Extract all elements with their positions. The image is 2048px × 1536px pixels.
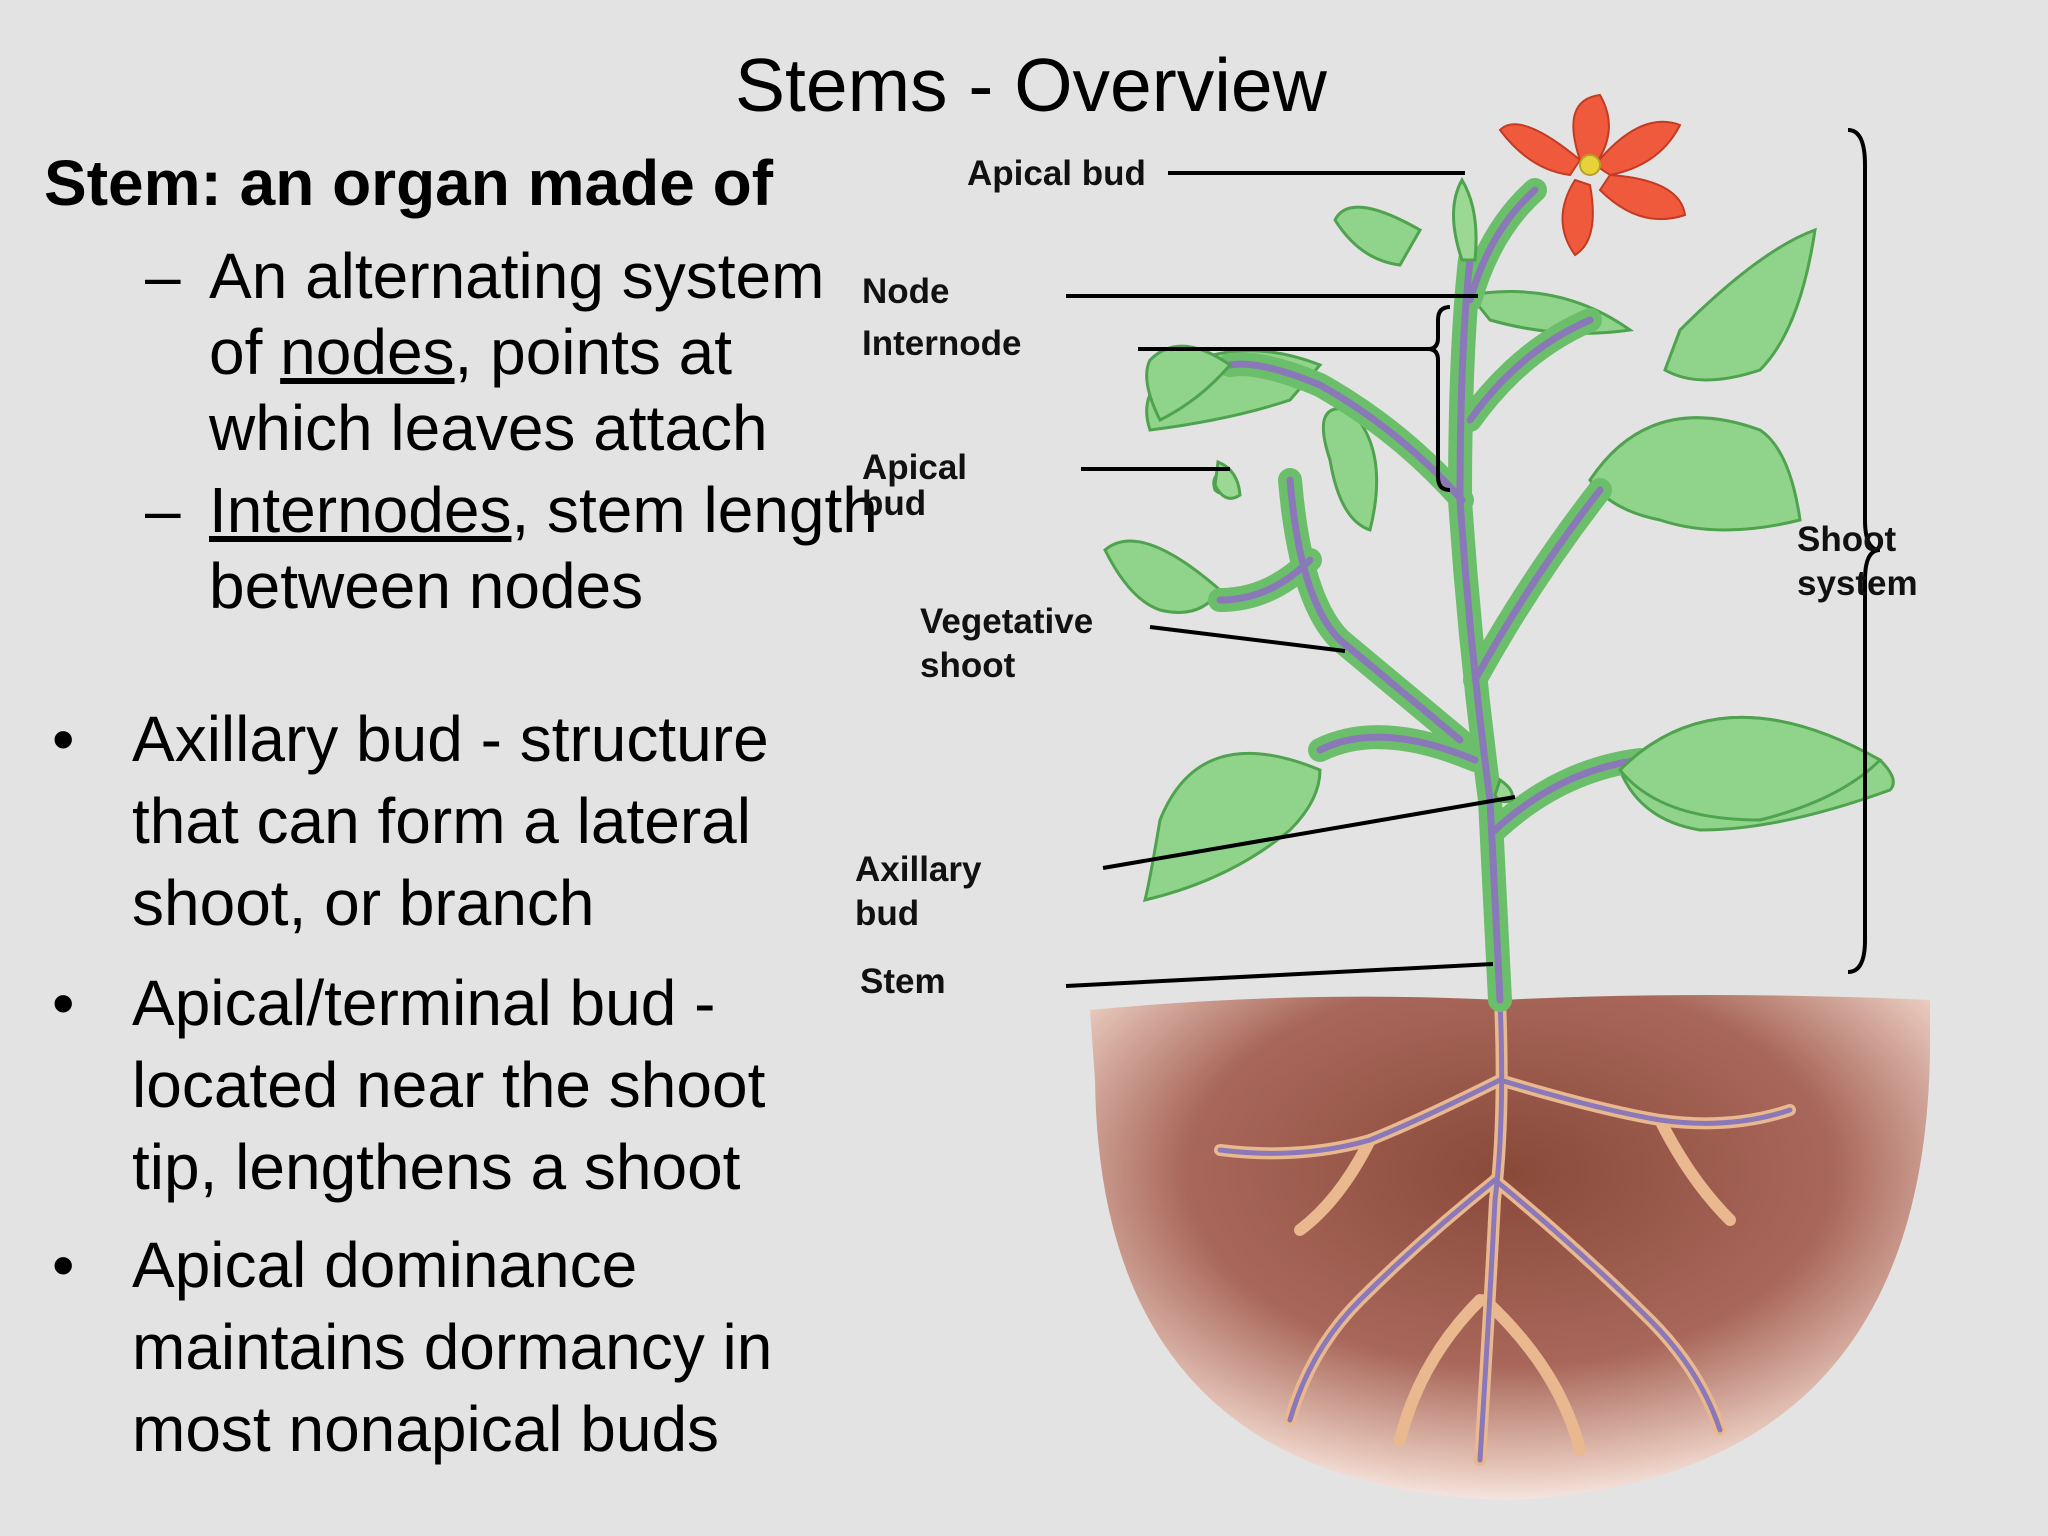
label-apical-bud-lower: Apical bud	[862, 450, 967, 522]
text-line: Axillary bud - structure	[132, 703, 769, 775]
bullet-marker: •	[52, 1229, 75, 1301]
text-line: which leaves attach	[209, 392, 768, 464]
label-line: system	[1797, 564, 1918, 603]
label-line: shoot	[920, 646, 1016, 685]
text-line: tip, lengthens a shoot	[132, 1131, 741, 1203]
text-line: Apical/terminal bud -	[132, 967, 716, 1039]
text-line: Apical dominance	[132, 1229, 638, 1301]
text-line-with-term: of nodes, points at	[209, 314, 1009, 390]
sub-item-text: Internodes, stem length between nodes	[209, 472, 1009, 624]
text-line: most nonapical buds	[132, 1393, 720, 1465]
bullet-marker: •	[52, 967, 75, 1039]
label-leader-lines	[1065, 128, 1881, 988]
label-stem: Stem	[860, 962, 946, 1001]
text-suffix: , stem length	[511, 474, 878, 546]
bullet-marker: •	[52, 703, 75, 775]
flower	[1498, 93, 1687, 257]
term-internodes: Internodes	[209, 474, 512, 546]
label-line: Apical	[862, 448, 968, 487]
dash-marker: –	[145, 474, 181, 546]
label-line: Axillary	[855, 850, 982, 889]
text-suffix: , points at	[454, 316, 733, 388]
label-axillary-bud: Axillary bud	[855, 848, 981, 936]
bullet-text: Axillary bud - structure that can form a…	[132, 698, 892, 944]
label-line: Shoot	[1797, 520, 1897, 559]
text-line-with-term: Internodes, stem length	[209, 472, 1009, 548]
label-apical-bud-top: Apical bud	[967, 154, 1146, 193]
text-line: located near the shoot	[132, 1049, 766, 1121]
label-line: bud	[855, 894, 920, 933]
text-line: that can form a lateral	[132, 785, 751, 857]
sub-item-text: An alternating system of nodes, points a…	[209, 238, 1009, 466]
text-line: An alternating system	[209, 240, 825, 312]
label-internode: Internode	[862, 324, 1022, 363]
label-line: Vegetative	[920, 602, 1094, 641]
text-line: between nodes	[209, 550, 644, 622]
text-line: shoot, or branch	[132, 867, 595, 939]
stems	[1208, 178, 1652, 1012]
text-line: maintains dormancy in	[132, 1311, 773, 1383]
bullet-text: Apical/terminal bud - located near the s…	[132, 962, 892, 1208]
leaves	[1103, 205, 1895, 903]
stem-definition-heading: Stem: an organ made of	[44, 147, 773, 219]
roots	[1214, 994, 1796, 1466]
soil	[1090, 995, 1930, 1500]
label-vegetative-shoot: Vegetative shoot	[920, 600, 1093, 688]
text-prefix: of	[209, 316, 281, 388]
slide-title: Stems - Overview	[735, 43, 1327, 127]
dash-marker: –	[145, 240, 181, 312]
label-line: bud	[862, 484, 927, 523]
bullet-text: Apical dominance maintains dormancy in m…	[132, 1224, 892, 1470]
term-nodes: nodes	[280, 316, 455, 388]
front-leaves	[1145, 344, 1883, 822]
label-node: Node	[862, 272, 950, 311]
label-shoot-system: Shoot system	[1797, 518, 1918, 606]
